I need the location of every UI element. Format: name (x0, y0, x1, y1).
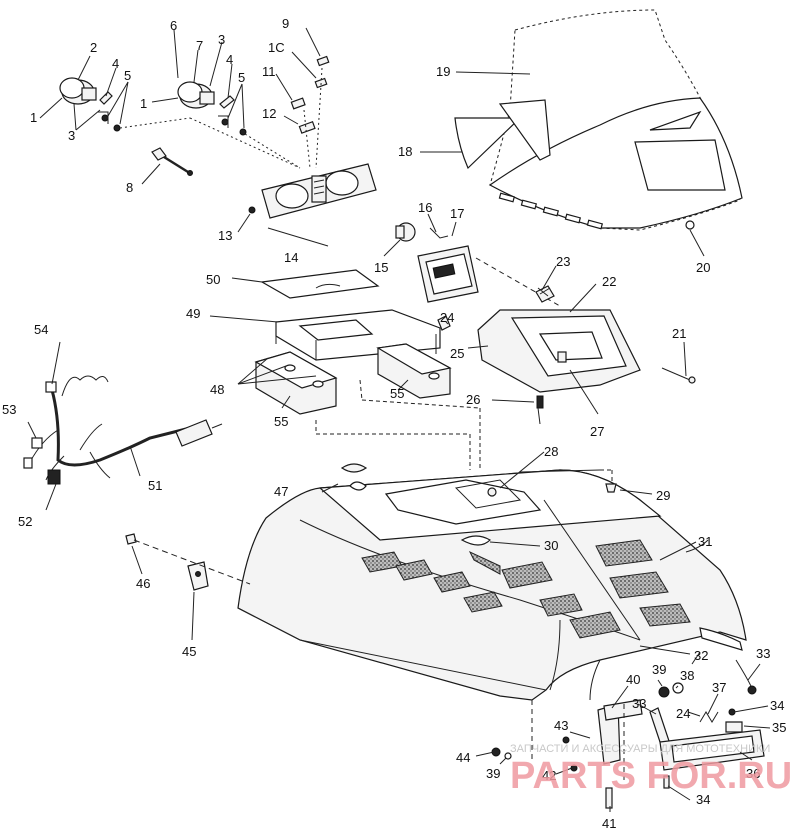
decal (231, 269, 380, 299)
callout-44: 44 (456, 750, 470, 765)
gauge-right (177, 81, 247, 136)
callout-49: 49 (186, 306, 200, 321)
callout-1a: 1 (30, 110, 37, 125)
callout-38: 38 (680, 668, 694, 683)
watermark-brand: PARTS FOR.RU (510, 755, 792, 797)
windshield (454, 9, 743, 231)
callout-14: 14 (284, 250, 298, 265)
callout-12: 12 (262, 106, 276, 121)
callout-34a: 34 (770, 698, 784, 713)
switch-parts (275, 27, 330, 169)
headlight-housing (417, 245, 561, 307)
callout-35: 35 (772, 720, 786, 735)
callout-26: 26 (466, 392, 480, 407)
callout-39a: 39 (652, 662, 666, 677)
callout-13: 13 (218, 228, 232, 243)
gauge-leaders (39, 29, 301, 169)
instrument-panel (237, 163, 377, 247)
callout-45: 45 (182, 644, 196, 659)
callout-8: 8 (126, 180, 133, 195)
callout-18: 18 (398, 144, 412, 159)
hood-leaders (321, 451, 697, 655)
callout-4b: 4 (226, 52, 233, 67)
callout-55a: 55 (274, 414, 288, 429)
callout-23: 23 (556, 254, 570, 269)
callout-46: 46 (136, 576, 150, 591)
hood (237, 469, 747, 701)
callout-3a: 3 (68, 128, 75, 143)
callout-24b: 24 (676, 706, 690, 721)
callout-29: 29 (656, 488, 670, 503)
callout-2: 2 (90, 40, 97, 55)
callout-47: 47 (274, 484, 288, 499)
callout-28: 28 (544, 444, 558, 459)
callout-33a: 33 (756, 646, 770, 661)
callout-6: 6 (170, 18, 177, 33)
callout-20: 20 (696, 260, 710, 275)
foam-block-left (254, 351, 338, 415)
callout-numbers: 1 1 2 3 3 4 4 5 5 6 7 8 9 1C 11 12 13 14… (2, 16, 786, 831)
latch-leaders (475, 651, 771, 812)
headlight-leaders (445, 265, 687, 415)
gauge-left (59, 77, 121, 132)
callout-48: 48 (210, 382, 224, 397)
callout-11: 11 (262, 64, 276, 79)
wiring-harness (23, 341, 223, 511)
callout-55b: 55 (390, 386, 404, 401)
callout-41: 41 (602, 816, 616, 831)
callout-7: 7 (196, 38, 203, 53)
callout-5b: 5 (238, 70, 245, 85)
callout-21: 21 (672, 326, 686, 341)
callout-16: 16 (418, 200, 432, 215)
callout-43: 43 (554, 718, 568, 733)
callout-34b: 34 (696, 792, 710, 807)
callout-40: 40 (626, 672, 640, 687)
callout-10: 1C (268, 40, 285, 55)
callout-31: 31 (698, 534, 712, 549)
callout-4a: 4 (112, 56, 119, 71)
callout-5a: 5 (124, 68, 131, 83)
windshield-leaders (420, 71, 705, 257)
callout-54: 54 (34, 322, 48, 337)
callout-50: 50 (206, 272, 220, 287)
callout-19: 19 (436, 64, 450, 79)
callout-33b: 33 (632, 696, 646, 711)
callout-37: 37 (712, 680, 726, 695)
block-leaders (237, 357, 481, 470)
callout-9: 9 (282, 16, 289, 31)
windshield-screw (685, 220, 695, 230)
side-bracket (125, 533, 251, 641)
callout-30: 30 (544, 538, 558, 553)
headlight-pod (437, 285, 696, 425)
callout-22: 22 (602, 274, 616, 289)
hood-latch-hardware (491, 659, 765, 809)
callout-51: 51 (148, 478, 162, 493)
foam-block-right (376, 343, 452, 399)
watermark: ЗАПЧАСТИ И АКСЕССУАРЫ ДЛЯ МОТОТЕХНИКИ PA… (510, 743, 792, 797)
callout-1b: 1 (140, 96, 147, 111)
callout-15: 15 (374, 260, 388, 275)
callout-27: 27 (590, 424, 604, 439)
callout-36: 36 (746, 766, 760, 781)
windshield-vent-slots (498, 192, 604, 230)
callout-24a: 24 (440, 310, 454, 325)
speedometer-cable (141, 147, 193, 185)
callout-42: 42 (542, 768, 556, 783)
callout-3b: 3 (218, 32, 225, 47)
callout-25: 25 (450, 346, 464, 361)
callout-53: 53 (2, 402, 16, 417)
callout-17: 17 (450, 206, 464, 221)
callout-52: 52 (18, 514, 32, 529)
callout-32: 32 (694, 648, 708, 663)
headlight-bulb (383, 213, 457, 257)
watermark-caption: ЗАПЧАСТИ И АКСЕССУАРЫ ДЛЯ МОТОТЕХНИКИ (510, 743, 770, 755)
callout-39b: 39 (486, 766, 500, 781)
